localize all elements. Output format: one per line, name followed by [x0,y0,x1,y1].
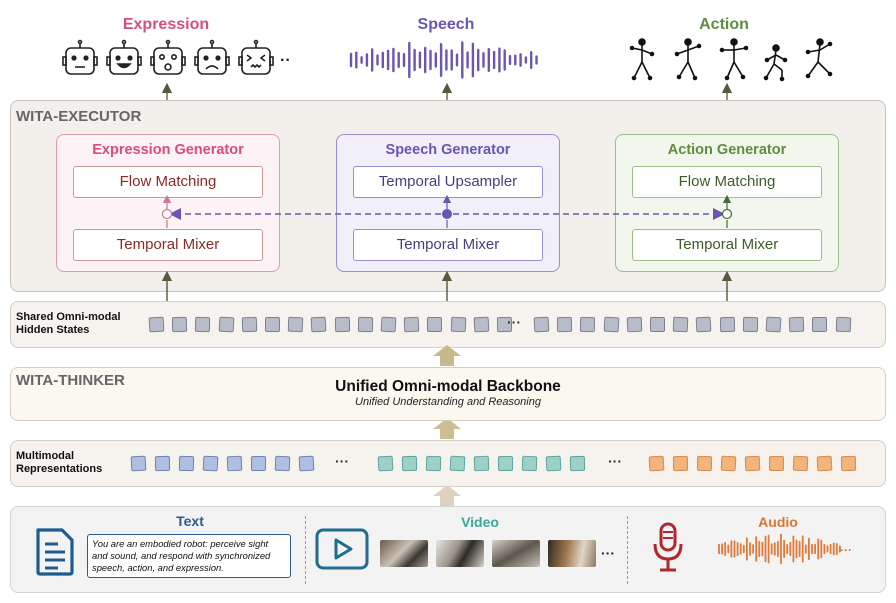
audio-token [744,455,761,472]
text-prompt-box: You are an embodied robot: perceive sigh… [87,534,291,578]
divider-1 [305,516,306,584]
action-flow-matching: Flow Matching [632,166,822,198]
robot-face-surprised-icon [150,39,186,75]
text-input-label: Text [176,513,204,529]
speech-temporal-mixer: Temporal Mixer [353,229,543,261]
thinker-panel [10,367,886,421]
audio-token [792,455,809,472]
text-token [178,455,195,472]
hidden-state-token [812,317,828,332]
multimodal-ellipsis-1: ··· [335,453,349,469]
text-token [298,455,315,472]
robot-faces-group [62,39,274,75]
audio-token [720,455,737,472]
text-prompt: You are an embodied robot: perceive sigh… [92,538,271,573]
document-icon [36,528,74,576]
video-token [401,455,418,472]
audio-ellipsis: ··· [840,543,852,557]
text-token [226,455,243,472]
text-token [130,455,147,472]
audio-token [769,456,784,471]
executor-title: WITA-EXECUTOR [16,108,142,125]
expression-temporal-mixer: Temporal Mixer [73,229,263,261]
play-icon [315,528,369,570]
expression-ellipsis: ·· [280,52,291,69]
action-output-label: Action [699,16,749,33]
shared-label-line1: Shared Omni-modal [16,311,121,323]
audio-token [816,455,833,472]
shared-hidden-states-label: Shared Omni-modal Hidden States [16,311,121,337]
hidden-state-token [427,317,443,332]
speech-generator: Speech Generator Temporal Upsampler Temp… [336,134,560,272]
audio-input-label: Audio [758,514,798,530]
robot-face-sad-icon [194,39,230,75]
action-temporal-mixer: Temporal Mixer [632,229,822,261]
video-input-label: Video [461,514,499,530]
expression-flow-matching: Flow Matching [73,166,263,198]
text-token [274,455,291,472]
multimodal-label-line2: Representations [16,463,103,475]
video-token [498,456,513,471]
hidden-state-token [650,317,665,332]
hidden-state-token [265,317,280,332]
video-token [473,455,490,472]
thinker-subheading: Unified Understanding and Reasoning [355,396,541,408]
waveform-icon [349,41,538,79]
video-token [377,455,394,472]
speech-output-label: Speech [417,16,475,33]
video-frame-3 [492,540,540,567]
speech-temporal-upsampler: Temporal Upsampler [353,166,543,198]
video-frame-4 [548,540,596,567]
stick-figure-icon [629,38,833,82]
video-frame-2 [436,540,484,567]
stick-figures-group [629,38,833,82]
robot-face-neutral-icon [62,39,98,75]
text-token [154,455,171,472]
robot-face-happy-icon [106,39,142,75]
action-generator-title: Action Generator [667,142,787,158]
multimodal-label: Multimodal Representations [16,450,102,476]
text-token [202,455,219,472]
video-token [545,455,562,472]
audio-waveform-icon [718,533,841,565]
audio-token [840,455,857,472]
expression-generator-title: Expression Generator [92,142,244,158]
audio-token [648,455,665,472]
thinker-title: WITA-THINKER [16,372,125,389]
microphone-icon [653,522,683,572]
video-token [569,455,586,472]
multimodal-label-line1: Multimodal [16,450,75,462]
shared-ellipsis: ··· [507,314,521,330]
expression-output-label: Expression [122,16,210,33]
video-token [521,455,538,472]
robot-face-squint-icon [238,39,274,75]
thinker-heading: Unified Omni-modal Backbone [335,378,561,395]
multimodal-ellipsis-2: ··· [608,453,622,469]
video-token [425,455,442,472]
shared-label-line2: Hidden States [16,324,90,336]
video-frame-1 [380,540,428,567]
video-token [449,455,466,472]
action-generator: Action Generator Flow Matching Temporal … [615,134,839,272]
audio-token [672,455,689,472]
text-token [251,456,266,471]
audio-token [696,455,713,472]
speech-generator-title: Speech Generator [385,142,511,158]
divider-2 [627,516,628,584]
video-ellipsis: ··· [601,545,615,561]
